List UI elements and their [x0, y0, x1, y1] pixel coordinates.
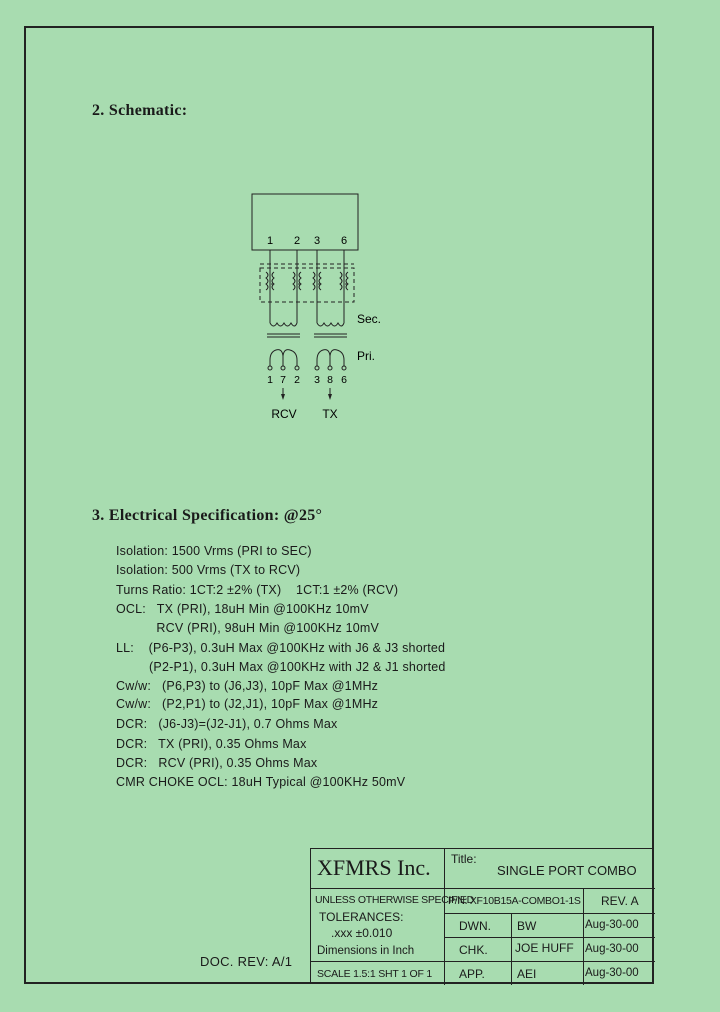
- spec-line: OCL: TX (PRI), 18uH Min @100KHz 10mV: [116, 602, 369, 616]
- dwn-label: DWN.: [459, 919, 491, 933]
- schematic-heading: 2. Schematic:: [92, 102, 188, 119]
- spec-line: DCR: (J6-J3)=(J2-J1), 0.7 Ohms Max: [116, 717, 338, 731]
- spec-line: Cw/w: (P2,P1) to (J2,J1), 10pF Max @1MHz: [116, 697, 379, 711]
- dwn-date: Aug-30-00: [585, 919, 639, 931]
- top-pin-label: 2: [294, 235, 300, 247]
- spec-line: DCR: RCV (PRI), 0.35 Ohms Max: [116, 756, 318, 770]
- chk-date: Aug-30-00: [585, 943, 639, 955]
- revision: REV. A: [601, 894, 639, 908]
- company-name: XFMRS Inc.: [317, 855, 431, 880]
- primary-label: Pri.: [357, 349, 375, 363]
- spec-line: LL: (P6-P3), 0.3uH Max @100KHz with J6 &…: [116, 641, 446, 655]
- scale-note: SCALE 1.5:1 SHT 1 OF 1: [317, 968, 433, 980]
- secondary-label: Sec.: [357, 312, 381, 326]
- rcv-label: RCV: [271, 407, 296, 421]
- bottom-pin-label: 1: [267, 374, 273, 386]
- tolerance-value: .xxx ±0.010: [331, 926, 393, 940]
- spec-line: (P2-P1), 0.3uH Max @100KHz with J2 & J1 …: [116, 660, 446, 674]
- spec-line: DCR: TX (PRI), 0.35 Ohms Max: [116, 737, 307, 751]
- chk-name: JOE HUFF: [515, 941, 574, 955]
- title-value: SINGLE PORT COMBO: [497, 863, 637, 878]
- electrical-heading: 3. Electrical Specification: @25°: [92, 507, 323, 524]
- app-name: AEI: [517, 967, 537, 981]
- connector-box: [251, 193, 359, 251]
- spec-line: Cw/w: (P6,P3) to (J6,J3), 10pF Max @1MHz: [116, 679, 379, 693]
- tx-label: TX: [322, 407, 337, 421]
- bottom-pin-label: 3: [314, 374, 320, 386]
- spec-line: RCV (PRI), 98uH Min @100KHz 10mV: [116, 621, 380, 635]
- chk-label: CHK.: [459, 943, 488, 957]
- bottom-pin-label: 6: [341, 374, 347, 386]
- doc-revision: DOC. REV: A/1: [200, 954, 293, 969]
- title-block: XFMRS Inc. Title: SINGLE PORT COMBO UNLE…: [310, 848, 655, 985]
- spec-line: Isolation: 500 Vrms (TX to RCV): [116, 563, 301, 577]
- spec-line: CMR CHOKE OCL: 18uH Typical @100KHz 50mV: [116, 775, 406, 789]
- drawing-frame: [24, 26, 654, 984]
- tolerances-label: TOLERANCES:: [319, 910, 404, 924]
- app-date: Aug-30-00: [585, 967, 639, 979]
- dimensions-note: Dimensions in Inch: [317, 945, 415, 957]
- top-pin-label: 3: [314, 235, 320, 247]
- title-label: Title:: [451, 852, 477, 866]
- top-pin-label: 6: [341, 235, 347, 247]
- spec-line: Turns Ratio: 1CT:2 ±2% (TX) 1CT:1 ±2% (R…: [116, 583, 399, 597]
- bottom-pin-label: 2: [294, 374, 300, 386]
- schematic-diagram: 1 2 3 6 1 7 2 3 8 6 Sec. Pri. RCV TX: [251, 193, 381, 421]
- bottom-pin-label: 8: [327, 374, 333, 386]
- dwn-name: BW: [517, 919, 537, 933]
- app-label: APP.: [459, 967, 485, 981]
- bottom-pin-label: 7: [280, 374, 286, 386]
- spec-line: Isolation: 1500 Vrms (PRI to SEC): [116, 544, 312, 558]
- unless-note: UNLESS OTHERWISE SPECIFIED: [315, 894, 474, 906]
- top-pin-label: 1: [267, 235, 273, 247]
- part-number: P/N: XF10B15A-COMBO1-1S: [448, 895, 581, 907]
